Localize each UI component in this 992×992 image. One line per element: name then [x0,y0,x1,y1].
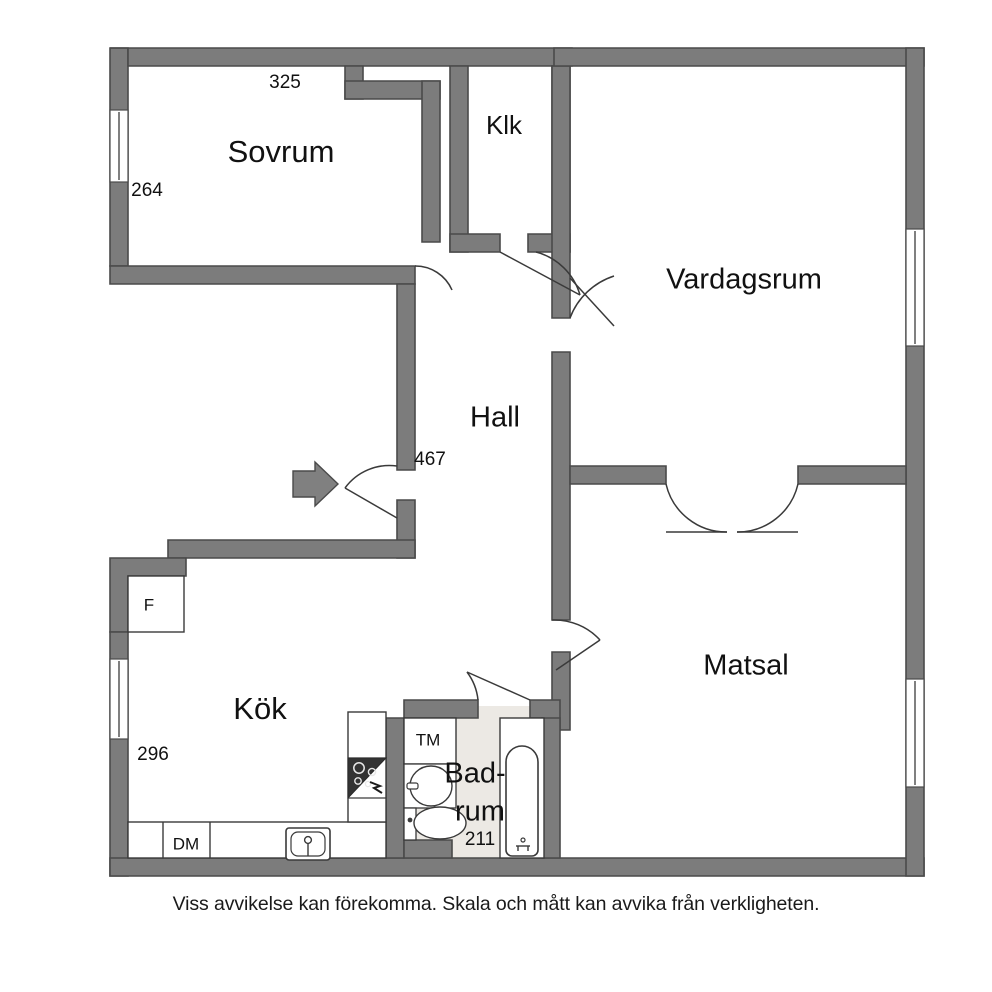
room-label-hall: Hall [470,402,520,434]
dimension-labels: 325 264 467 296 211 [131,72,495,850]
dimension-badrum-size: 211 [465,829,495,850]
door-sovrum-hall [414,265,453,291]
fridge-box [127,575,185,633]
door-entry-hall [344,464,398,519]
room-label-kok: Kök [233,691,287,726]
room-label-matsal: Matsal [703,650,788,682]
window-vardagsrum-right [905,228,925,347]
dimension-hall-length: 467 [414,449,446,470]
walls [109,47,925,877]
room-label-badrum-line2: rum [455,796,505,828]
dimension-kok-height: 296 [137,744,169,765]
room-label-badrum-line1: Bad- [444,758,505,790]
door-hall-matsal [551,619,601,671]
bathroom-fixtures [403,717,545,859]
door-klk-hall [499,251,581,296]
entrance-arrow [292,460,340,508]
room-labels: Sovrum Klk Vardagsrum Hall Matsal Kök Ba… [228,110,822,828]
window-kok-left [109,658,129,740]
door-vardagsrum-matsal [665,483,799,533]
appliance-label-fridge: F [144,595,154,614]
kitchen-counter [127,821,387,859]
appliance-labels: F DM TM [144,595,440,853]
kitchen-sink-icon [285,827,331,861]
bathtub-icon [499,717,545,859]
disclaimer-text: Viss avvikelse kan förekomma. Skala och … [172,893,820,915]
doors [344,251,799,701]
appliance-label-dishwasher: DM [173,834,199,853]
dimension-sovrum-height: 264 [131,180,163,201]
stove-hob-icon [347,757,388,800]
room-label-sovrum: Sovrum [228,134,335,169]
kitchen-fixtures [127,575,388,861]
toilet-icon [403,806,467,841]
washbasin-icon [403,763,457,809]
window-matsal-right [905,678,925,788]
dimension-sovrum-width: 325 [269,72,301,93]
door-vardagsrum-hall [569,275,615,327]
door-badrum-hall [466,671,531,701]
windows [109,109,925,788]
appliance-label-washer: TM [416,730,441,749]
room-label-vardagsrum: Vardagsrum [666,264,822,296]
room-label-klk: Klk [486,110,523,140]
window-sovrum-left [109,109,129,183]
